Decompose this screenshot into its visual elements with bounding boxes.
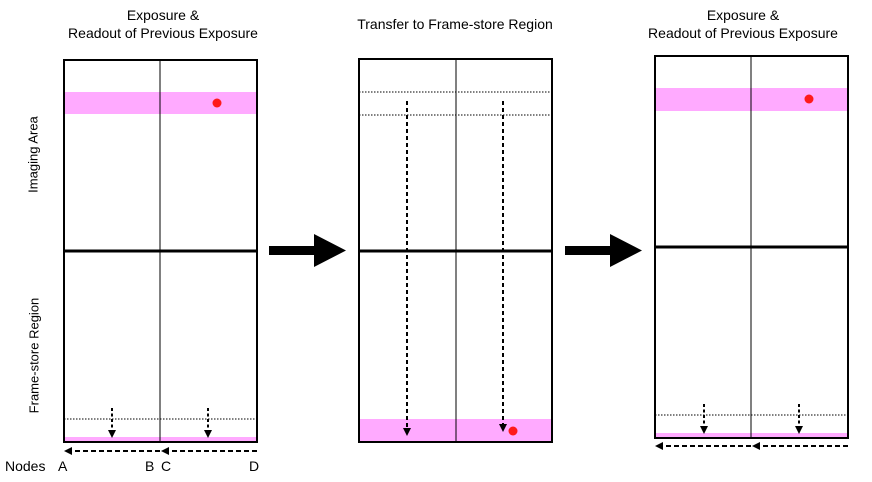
node-c-label: C: [161, 458, 172, 474]
panel-1-title: Exposure & Readout of Previous Exposure: [28, 6, 298, 42]
panel-2-title: Transfer to Frame-store Region: [300, 15, 610, 33]
node-a-label: A: [58, 458, 68, 474]
panel-3-title-line1: Exposure &: [706, 7, 780, 23]
nodes-label: Nodes: [5, 458, 46, 474]
node-b-label: B: [145, 458, 155, 474]
panel-2-star-dot: [508, 426, 518, 436]
panel-3-title-line2: Readout of Previous Exposure: [648, 25, 838, 41]
panel-1-star-dot: [212, 98, 222, 108]
transition-arrow-1: [269, 234, 346, 267]
panel-3: [654, 55, 849, 450]
panel-1-title-line2: Readout of Previous Exposure: [68, 25, 258, 41]
transition-arrow-2: [565, 234, 642, 267]
node-d-label: D: [249, 458, 260, 474]
panel-2-title-line1: Transfer to Frame-store Region: [357, 16, 553, 32]
panel-3-star-dot: [804, 94, 814, 104]
panel-1: [63, 59, 258, 455]
panel-2: [358, 58, 553, 443]
panel-1-title-line1: Exposure &: [126, 7, 200, 23]
panel-3-title: Exposure & Readout of Previous Exposure: [618, 6, 868, 42]
